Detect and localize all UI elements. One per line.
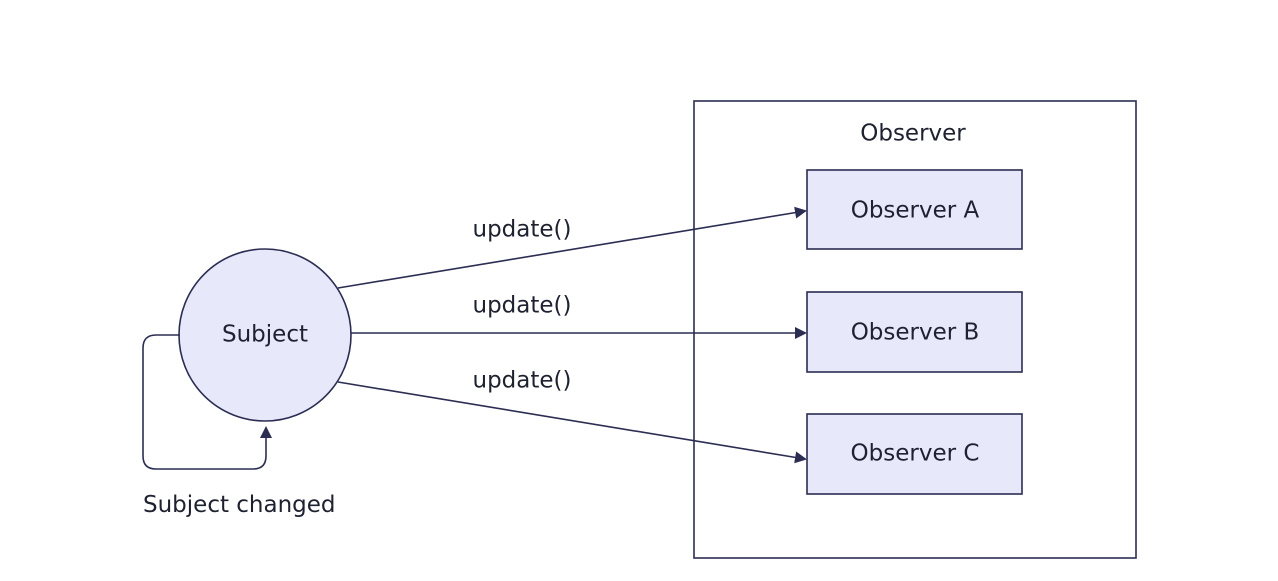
observer-b-label: Observer B (850, 319, 980, 346)
subject-label: Subject (222, 321, 308, 348)
edge-label-b: update() (472, 292, 572, 319)
edge-label-a: update() (472, 216, 572, 243)
observer-c-label: Observer C (850, 440, 980, 467)
observer-a-label: Observer A (850, 197, 980, 224)
edge-to-observer-a (337, 206, 807, 289)
edge-label-c: update() (472, 367, 572, 394)
observer-a-box (806, 169, 1023, 250)
self-loop-label: Subject changed (143, 492, 336, 518)
edge-to-observer-c (337, 381, 807, 464)
observer-group-label: Observer (860, 120, 966, 147)
observer-b-box (806, 291, 1023, 373)
observer-group-box (693, 100, 1137, 559)
subject-self-loop (142, 334, 272, 470)
observer-c-box (806, 413, 1023, 495)
